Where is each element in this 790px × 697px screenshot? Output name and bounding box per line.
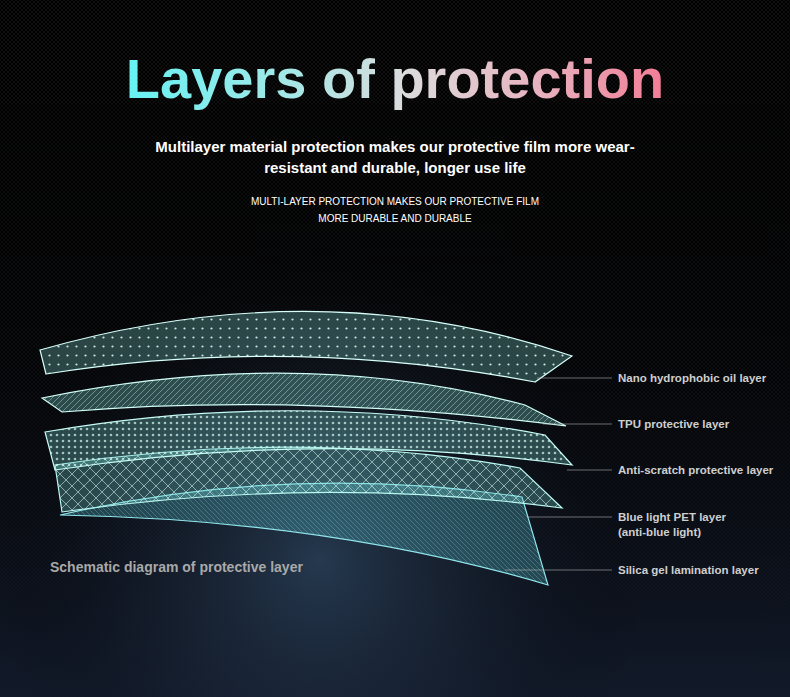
diagram-caption: Schematic diagram of protective layer bbox=[50, 558, 303, 576]
scratch-layer bbox=[45, 411, 572, 470]
leader-line bbox=[567, 470, 612, 471]
layer-label: Blue light PET layer bbox=[618, 510, 726, 524]
layer-label: Silica gel lamination layer bbox=[618, 563, 759, 577]
subtitle-small: MULTI-LAYER PROTECTION MAKES OUR PROTECT… bbox=[245, 193, 545, 227]
layer-label: (anti-blue light) bbox=[618, 525, 701, 539]
nano-layer bbox=[40, 311, 572, 382]
title-text: Layers of protection bbox=[126, 47, 664, 110]
layer-label: Anti-scratch protective layer bbox=[618, 463, 773, 477]
title: Layers of protection bbox=[0, 46, 790, 112]
leader-line bbox=[537, 378, 612, 379]
leader-line bbox=[505, 570, 612, 571]
tpu-layer bbox=[42, 373, 566, 426]
layer-label: TPU protective layer bbox=[618, 417, 729, 431]
layer-label: Nano hydrophobic oil layer bbox=[618, 371, 766, 385]
subtitle: Multilayer material protection makes our… bbox=[155, 136, 635, 178]
leader-line bbox=[527, 517, 612, 518]
leader-line bbox=[543, 424, 612, 425]
